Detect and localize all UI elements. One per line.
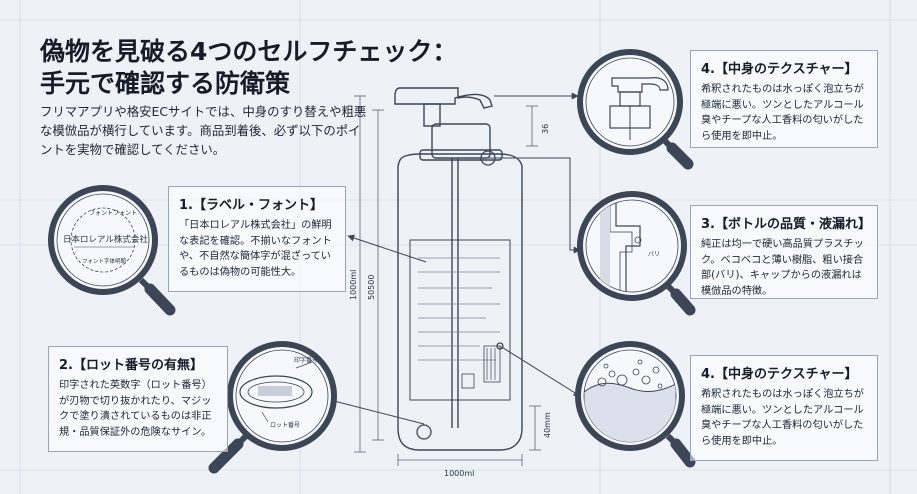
check-label-font-heading: 1.【ラベル・フォント】 — [179, 198, 323, 213]
title-line-1: 偽物を見破る4つのセルフチェック： — [40, 37, 458, 66]
lens-company-name: 日本ロレアル株式会社 — [63, 234, 148, 245]
check-texture-top-body: 希釈されたものは水っぽく泡立ちが極端に悪い。ツンとしたアルコール臭やチープな人工… — [701, 84, 864, 142]
check-bottle-quality-heading: 3.【ボトルの品質・液漏れ】 — [701, 217, 871, 232]
check-texture-bottom: 4.【中身のテクスチャー】 希釈されたものは水っぽく泡立ちが極端に悪い。ツンとし… — [690, 355, 878, 461]
recycle-mark — [461, 373, 475, 389]
marker-lot — [416, 424, 432, 440]
check-lot-number: 2.【ロット番号の有無】 印字された英数字（ロット番号）が刃物で切り抜かれたり、… — [48, 346, 228, 452]
bottle-body — [397, 153, 523, 451]
dim-height-1000: 1000ml — [349, 270, 358, 300]
bottle-label — [409, 239, 511, 401]
magnifier-lot — [208, 341, 337, 474]
lens-print-number: 印字番号 — [294, 356, 318, 364]
lens-lot-number: ロット番号 — [270, 422, 300, 429]
lens-font-top: フォントフォント — [89, 210, 137, 217]
check-label-font: 1.【ラベル・フォント】 「日本ロレアル株式会社」の鮮明な表記を確認。不揃いなフ… — [168, 186, 346, 292]
check-lot-number-body: 印字された英数字（ロット番号）が刃物で切り抜かれたり、マジックで塗り潰されている… — [59, 380, 212, 438]
check-texture-bottom-body: 希釈されたものは水っぽく泡立ちが極端に悪い。ツンとしたアルコール臭やチープな人工… — [701, 389, 864, 447]
pump-stem — [423, 103, 441, 127]
dim-height-50500: 50500 — [367, 275, 376, 300]
dim-width-1000: 1000ml — [444, 469, 474, 478]
pump-collar — [431, 123, 491, 159]
barcode — [483, 345, 501, 383]
check-texture-top-heading: 4.【中身のテクスチャー】 — [701, 62, 858, 77]
leader-texture-bottom — [499, 345, 581, 397]
check-texture-top: 4.【中身のテクスチャー】 希釈されたものは水っぽく泡立ちが極端に悪い。ツンとし… — [690, 50, 878, 148]
lens-font-bottom: フォント字体明朝 — [82, 257, 127, 265]
dim-bottom-40: 40mm — [543, 412, 552, 438]
pump-cap-ring — [419, 149, 503, 161]
magnifier-pump — [577, 49, 694, 170]
intro-text: フリマアプリや格安ECサイトでは、中身のすり替えや粗悪な模倣品が横行しています。… — [40, 104, 367, 157]
check-label-font-body: 「日本ロレアル株式会社」の鮮明な表記を確認。不揃いなフォントや、不自然な簡体字が… — [179, 220, 332, 278]
magnifier-foam — [575, 341, 696, 468]
check-lot-number-heading: 2.【ロット番号の有無】 — [59, 358, 203, 373]
magnifier-bottle — [577, 191, 696, 316]
dim-top-36: 36 — [541, 124, 550, 134]
bottle-illustration — [394, 87, 523, 451]
magnifier-label — [48, 185, 176, 316]
lens-burr: バリ — [648, 251, 660, 258]
leader-lot — [329, 398, 425, 425]
leader-bottle — [488, 157, 581, 254]
title-line-2: 手元で確認する防衛策 — [40, 69, 291, 98]
check-texture-bottom-heading: 4.【中身のテクスチャー】 — [701, 367, 858, 382]
page-title: 偽物を見破る4つのセルフチェック： 手元で確認する防衛策 — [40, 36, 460, 100]
pump-nozzle — [394, 87, 493, 109]
leader-label — [347, 234, 427, 263]
check-bottle-quality: 3.【ボトルの品質・液漏れ】 純正は均一で硬い高品質プラスチック。ベコベコと薄い… — [690, 205, 878, 299]
check-bottle-quality-body: 純正は均一で硬い高品質プラスチック。ベコベコと薄い樹脂、粗い接合部(バリ)、キャ… — [701, 239, 864, 297]
